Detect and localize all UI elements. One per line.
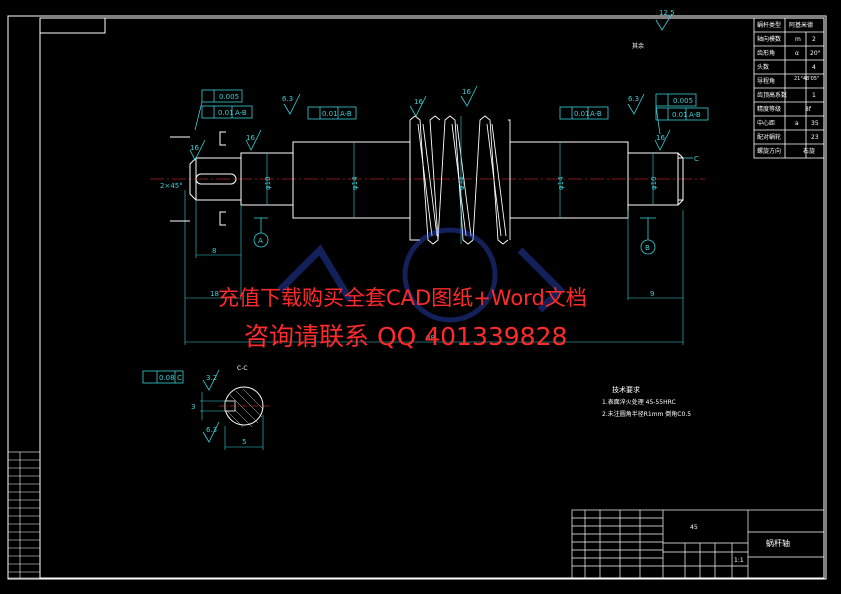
tol-value: 0.01 — [672, 111, 688, 119]
part-name: 蜗杆轴 — [766, 538, 790, 548]
tol-value: 0.01 — [322, 110, 338, 118]
key-depth: 3 — [191, 403, 195, 411]
other-label: 其余 — [632, 42, 644, 50]
tech-req-line: 2.未注圆角半径R1mm 倒角C0.5 — [602, 410, 691, 418]
parameter-table: 蜗杆类型 阿基米德 轴向模数 m 2 齿形角 α 20° 头数 4 导程角 21… — [753, 17, 825, 159]
param-label: 齿形角 — [757, 49, 775, 57]
tol-datum: A-B — [340, 110, 352, 118]
key-width: 5 — [242, 438, 246, 446]
param-sym: α — [795, 50, 799, 57]
scale-value: 1:1 — [734, 557, 744, 564]
param-label: 配对蜗轮 — [757, 133, 781, 141]
datum-c: C — [694, 155, 699, 163]
title-block: 45 蜗杆轴 1:1 — [571, 509, 825, 579]
dim-end-dia-left: φ10 — [264, 176, 272, 190]
param-value: 2 — [812, 36, 816, 43]
param-label: 导程角 — [757, 77, 775, 85]
watermark-line-1: 充值下载购买全套CAD图纸+Word文档 — [218, 286, 587, 310]
section-view: C-C 3 5 — [191, 365, 270, 450]
param-label: 齿顶高系数 — [757, 91, 787, 99]
roughness-value: 16 — [462, 88, 471, 96]
tol-value: 0.01 — [574, 110, 590, 118]
roughness-value: 6.3 — [206, 426, 217, 434]
technical-requirements: 技术要求 1.表面淬火处理 45-55HRC 2.未注圆角半径R1mm 倒角C0… — [602, 385, 691, 418]
param-value: 阿基米德 — [789, 21, 813, 29]
tol-value: 0.01 — [218, 109, 234, 117]
dim-shaft-dia-2: φ14 — [557, 176, 565, 190]
worm-thread — [409, 115, 511, 245]
tech-req-line: 1.表面淬火处理 45-55HRC — [602, 398, 676, 406]
section-cut-markers — [170, 131, 226, 226]
datum-a: A — [258, 237, 263, 245]
roughness-value: 16 — [656, 134, 665, 142]
param-label: 螺旋方向 — [757, 147, 781, 155]
section-label: C-C — [237, 365, 248, 372]
datum-b: B — [645, 244, 650, 252]
param-label: 精度等级 — [757, 105, 781, 113]
dim-end-dia-right: φ10 — [650, 176, 658, 190]
tol-value: 0.005 — [219, 93, 239, 101]
material-value: 45 — [690, 524, 698, 531]
dim-chamfer: 2×45° — [160, 182, 183, 190]
other-roughness-note: 其余 12.5 — [632, 9, 675, 50]
tol-datum: C — [177, 374, 182, 382]
roughness-value: 6.3 — [628, 95, 639, 103]
param-value: 8f — [805, 106, 812, 113]
sheet-frame — [7, 15, 827, 580]
dim-key-len: 8 — [212, 247, 216, 255]
tol-datum: A-B — [689, 111, 701, 119]
dim-overall: 88 — [426, 334, 435, 342]
dim-left-seg: 18 — [210, 290, 219, 298]
tol-datum: A-B — [235, 109, 247, 117]
param-sym: a — [795, 120, 799, 127]
tolerance-frames — [142, 89, 709, 384]
roughness-value: 16 — [414, 98, 423, 106]
watermark-line-2: 咨询请联系 QQ 401339828 — [244, 322, 567, 351]
dim-shaft-dia-1: φ14 — [351, 176, 359, 190]
param-value: 35 — [811, 120, 819, 127]
param-value: 21°48'05" — [794, 76, 819, 82]
roughness-marks — [189, 85, 671, 443]
param-value: 23 — [811, 134, 819, 141]
param-value: 1 — [812, 92, 816, 99]
param-sym: m — [795, 36, 801, 43]
param-value: 4 — [812, 64, 816, 71]
tech-req-heading: 技术要求 — [612, 385, 640, 394]
roughness-value: 16 — [246, 134, 255, 142]
tol-datum: A-B — [590, 110, 602, 118]
datum-markers — [253, 157, 693, 255]
param-label: 轴向模数 — [757, 35, 781, 43]
param-label: 头数 — [757, 63, 769, 71]
tol-value: 0.08 — [159, 374, 175, 382]
roughness-value: 6.3 — [282, 95, 293, 103]
param-label: 中心距 — [757, 119, 775, 127]
dimensions — [184, 116, 684, 345]
dim-right-seg: 9 — [650, 290, 654, 298]
watermark-logo — [277, 227, 565, 323]
param-value: 20° — [810, 50, 821, 57]
param-value: 右旋 — [803, 147, 815, 155]
tol-value: 0.005 — [673, 97, 693, 105]
other-roughness-value: 12.5 — [659, 9, 675, 17]
roughness-value: 3.2 — [206, 374, 217, 382]
dim-worm-dia: φ34 — [458, 176, 466, 190]
roughness-value: 16 — [190, 144, 199, 152]
param-label: 蜗杆类型 — [757, 21, 781, 29]
